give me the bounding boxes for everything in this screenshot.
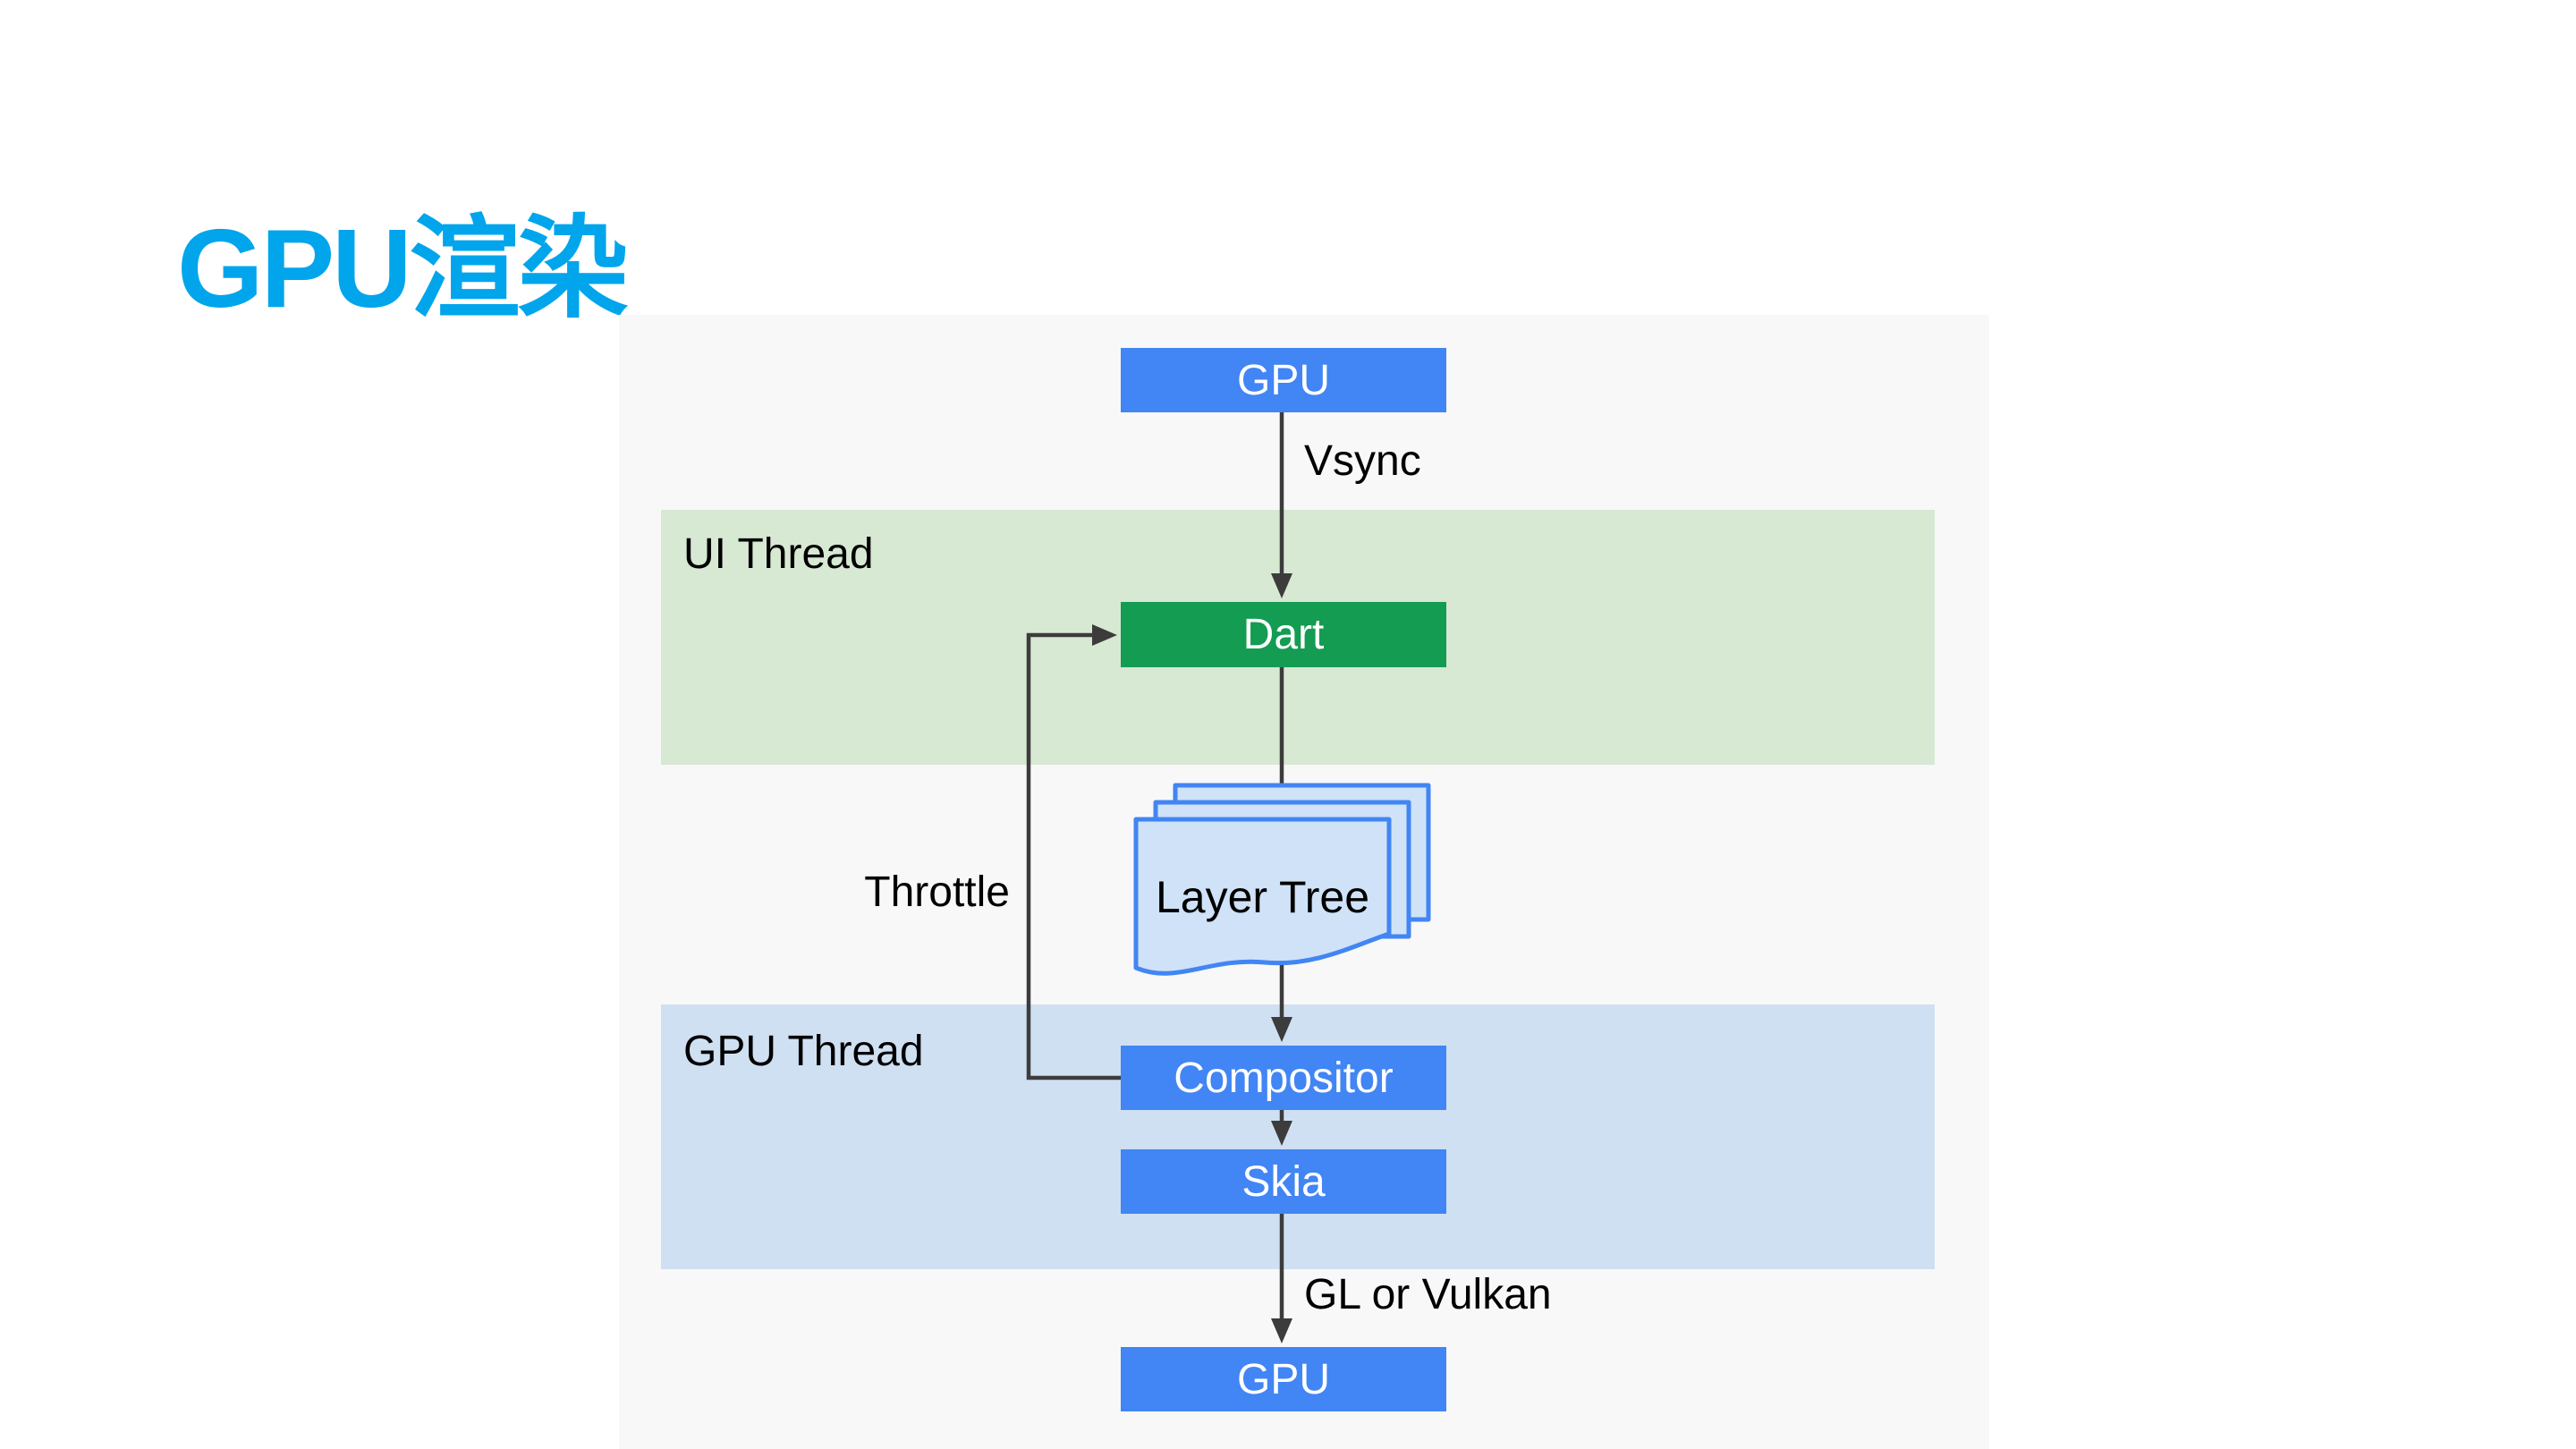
page-title: GPU渲染 <box>177 208 629 331</box>
node-gpu-top: GPU <box>1121 348 1446 412</box>
edge-label-vsync: Vsync <box>1304 437 1421 485</box>
node-dart: Dart <box>1121 602 1446 667</box>
edge-label-gl-or-vulkan: GL or Vulkan <box>1304 1271 1552 1318</box>
edge-label-throttle: Throttle <box>864 869 1010 916</box>
gpu-thread-label: GPU Thread <box>683 1028 924 1075</box>
node-skia: Skia <box>1121 1149 1446 1214</box>
ui-thread-label: UI Thread <box>683 530 874 578</box>
node-gpu-bottom: GPU <box>1121 1347 1446 1411</box>
node-compositor: Compositor <box>1121 1046 1446 1110</box>
node-layer-tree-label: Layer Tree <box>1155 872 1369 922</box>
